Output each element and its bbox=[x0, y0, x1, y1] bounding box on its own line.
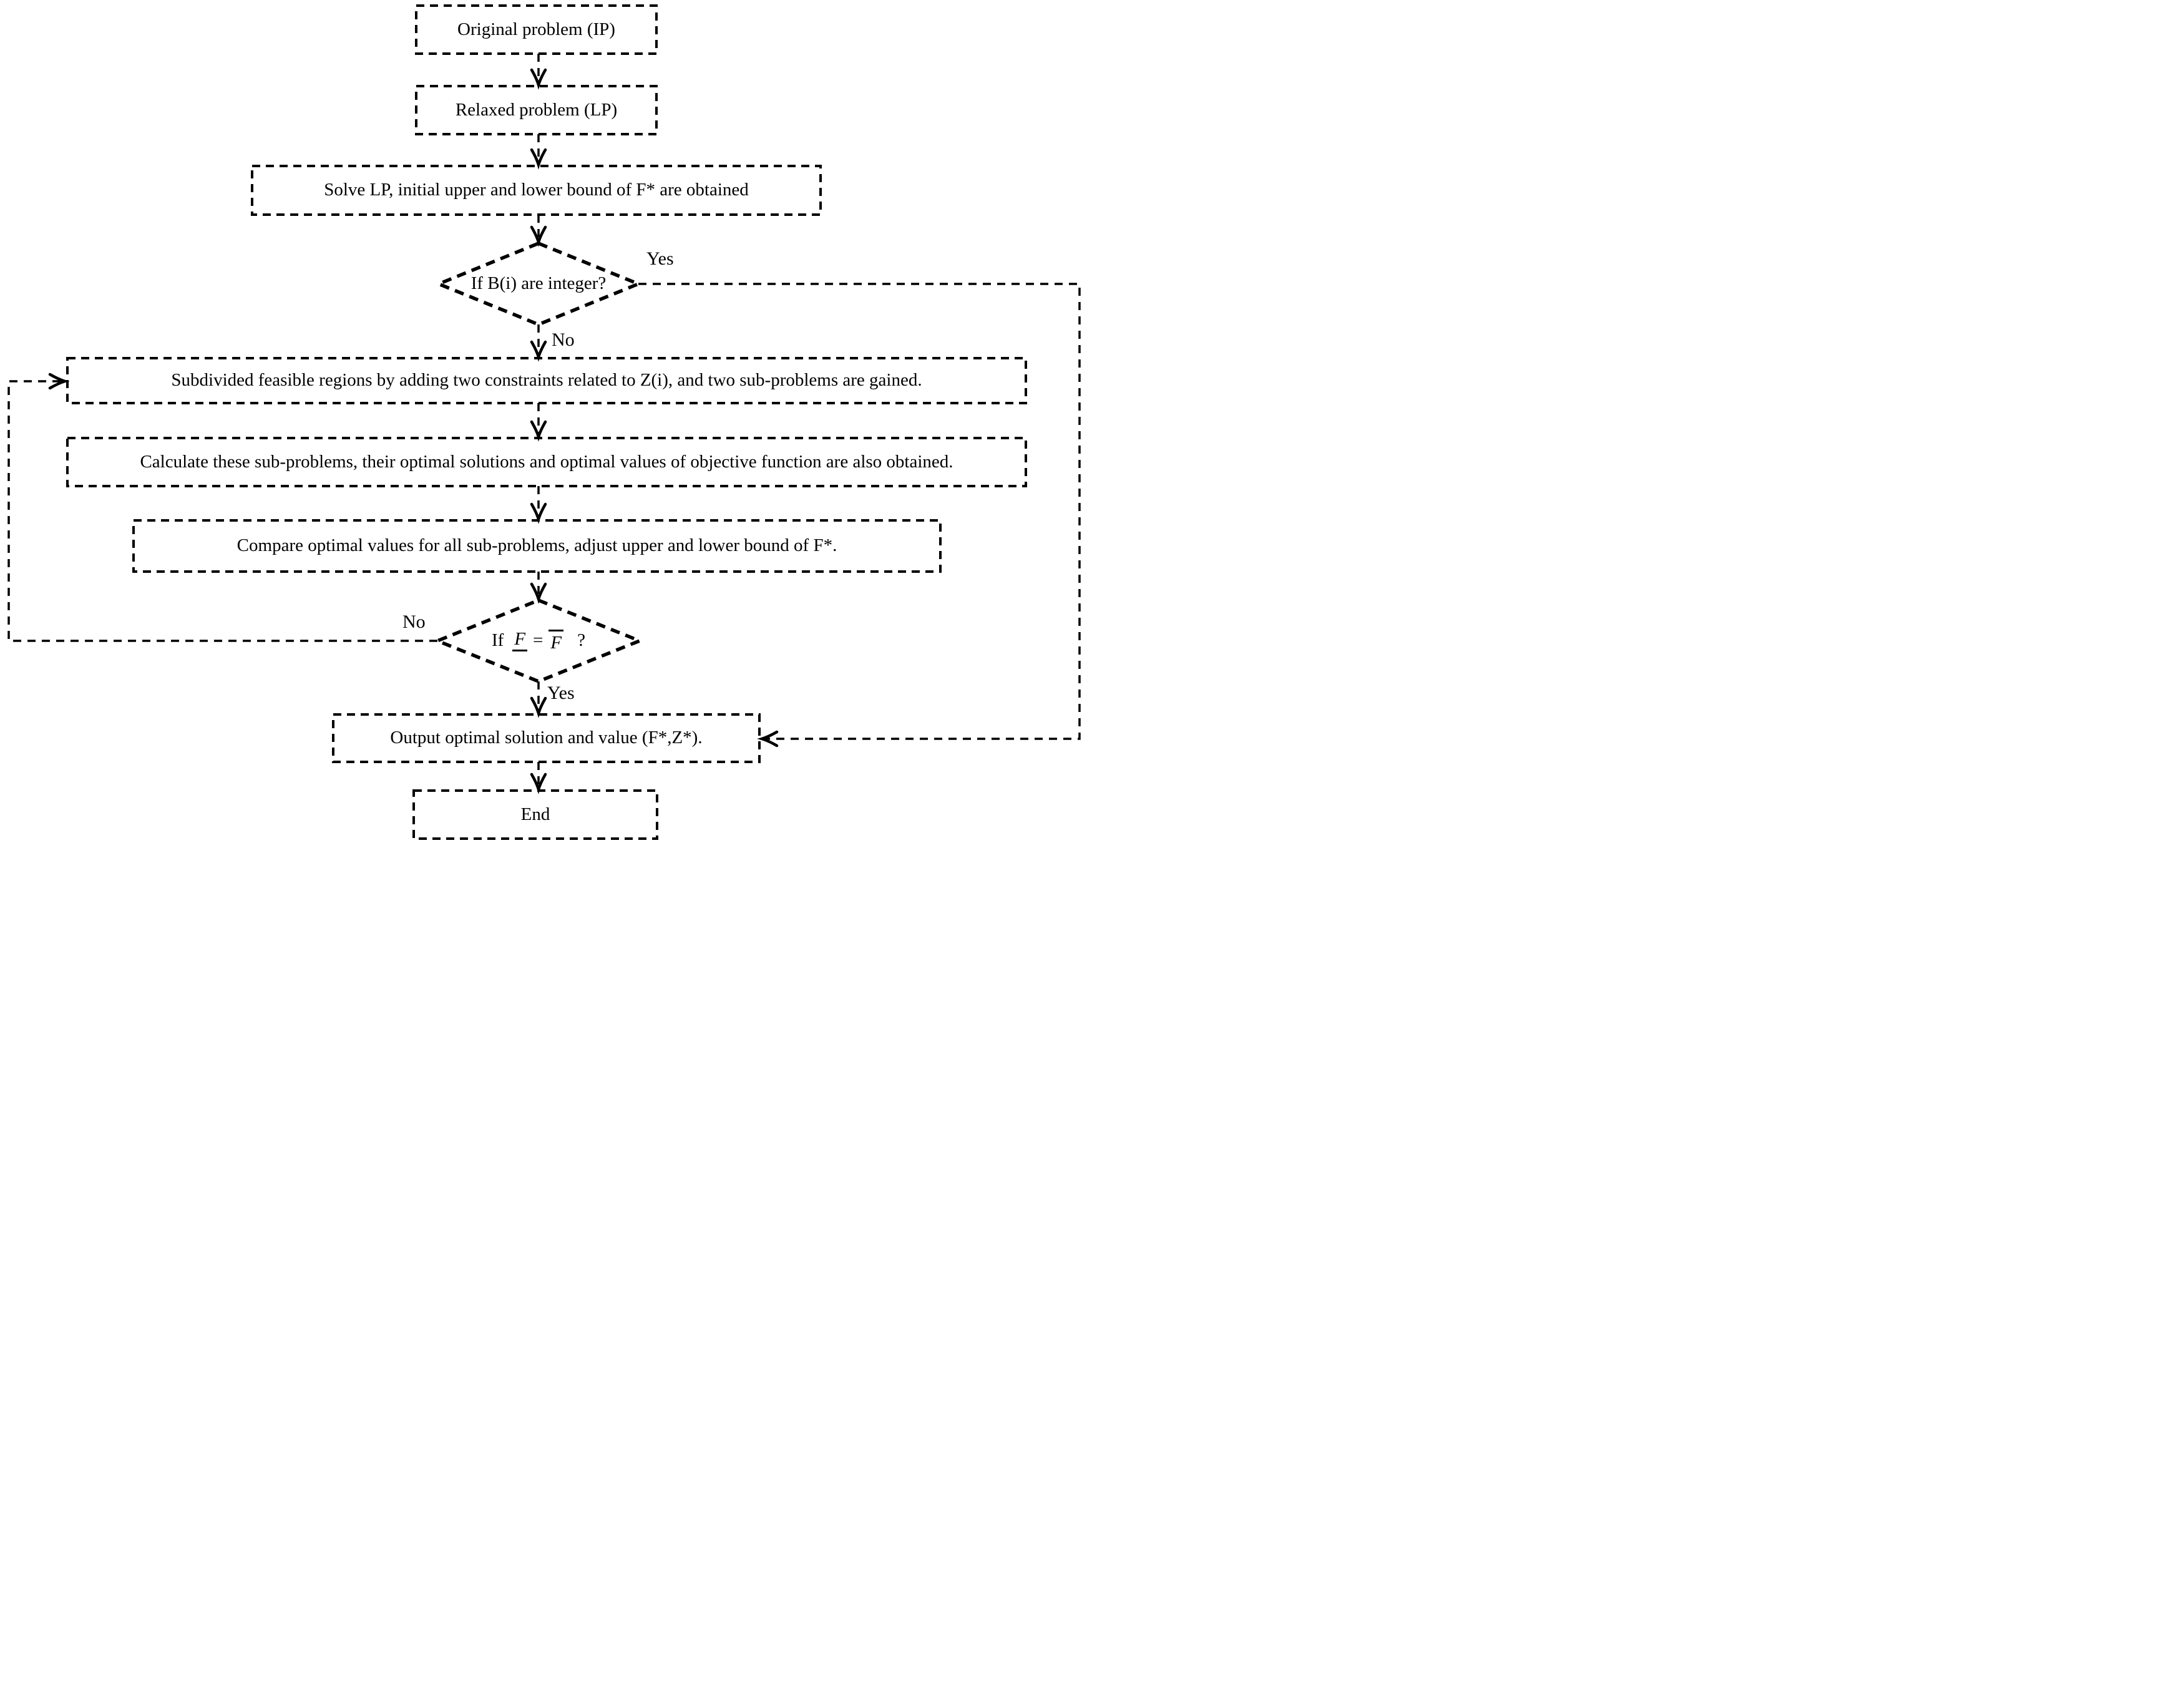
edge-decision2-no-rail bbox=[7, 380, 437, 642]
arrow-down-into-compare-icon bbox=[530, 502, 547, 524]
arrow-down-into-end-icon bbox=[530, 772, 547, 794]
equals-sign: = bbox=[533, 630, 544, 651]
subdivide-label: Subdivided feasible regions by adding tw… bbox=[171, 370, 922, 391]
original-problem-box bbox=[415, 4, 658, 55]
output-label: Output optimal solution and value (F*,Z*… bbox=[390, 728, 703, 748]
arrow-down-into-relaxed-icon bbox=[530, 68, 547, 90]
arrow-down-into-solve-icon bbox=[530, 148, 547, 170]
relaxed-problem-label: Relaxed problem (LP) bbox=[455, 99, 618, 120]
calculate-label: Calculate these sub-problems, their opti… bbox=[140, 451, 953, 472]
decision1-no-label: No bbox=[552, 329, 575, 350]
arrow-right-into-subdivide-icon bbox=[48, 373, 70, 390]
compare-label: Compare optimal values for all sub-probl… bbox=[236, 535, 837, 556]
decision-bounds-diamond bbox=[432, 598, 645, 683]
decision1-yes-label: Yes bbox=[646, 248, 674, 269]
arrow-down-into-calculate-icon bbox=[530, 420, 547, 442]
arrow-down-into-subdivide-icon bbox=[530, 340, 547, 362]
arrow-down-into-decision1-icon bbox=[530, 225, 547, 247]
end-box bbox=[412, 789, 658, 840]
decision-integer-label: If B(i) are integer? bbox=[470, 273, 607, 294]
upper-bound-symbol: F bbox=[548, 630, 564, 652]
relaxed-problem-box bbox=[415, 85, 658, 135]
solve-lp-label: Solve LP, initial upper and lower bound … bbox=[324, 180, 749, 200]
edge-decision1-yes-rail bbox=[638, 283, 1081, 740]
flowchart-shapes bbox=[7, 4, 1081, 840]
decision2-no-label: No bbox=[402, 612, 426, 632]
calculate-box bbox=[66, 437, 1027, 487]
arrow-down-into-output-icon bbox=[530, 696, 547, 718]
compare-box bbox=[132, 519, 942, 573]
decision-integer-diamond bbox=[434, 241, 643, 326]
lower-bound-symbol: F bbox=[512, 630, 528, 651]
output-box bbox=[332, 713, 761, 763]
flowchart-canvas: Original problem (IP) Relaxed problem (L… bbox=[0, 0, 1092, 846]
decision-bounds-label: If F = F ? bbox=[437, 600, 640, 681]
arrow-down-into-decision2-icon bbox=[530, 582, 547, 604]
original-problem-label: Original problem (IP) bbox=[457, 19, 615, 39]
question-mark: ? bbox=[577, 630, 585, 651]
decision-bounds-if: If bbox=[492, 630, 504, 651]
end-label: End bbox=[520, 804, 550, 824]
decision2-yes-label: Yes bbox=[547, 683, 575, 703]
arrow-left-into-output-icon bbox=[757, 730, 779, 748]
solve-lp-box bbox=[251, 165, 822, 216]
arrowheads bbox=[48, 68, 779, 794]
